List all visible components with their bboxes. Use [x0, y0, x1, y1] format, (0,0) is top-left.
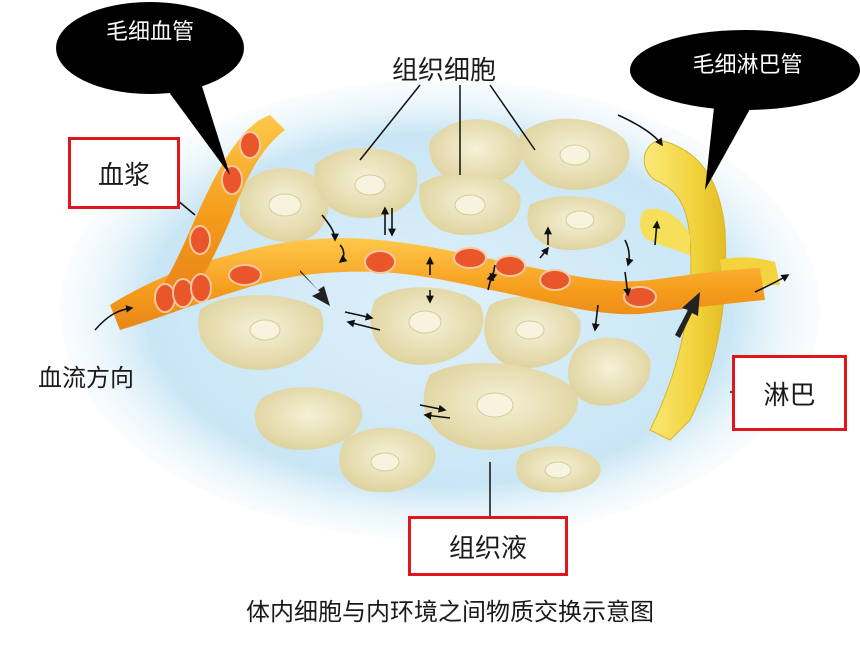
tissue-fluid-label: 组织液 [448, 533, 527, 564]
red-blood-cell [221, 165, 243, 195]
lymph-bubble-icon [630, 30, 860, 190]
exchange-arrows [321, 114, 790, 420]
cell-nucleus [476, 392, 514, 418]
cell-nucleus [268, 193, 302, 217]
exchange-arrow-icon [652, 220, 661, 246]
cell-nucleus [249, 319, 281, 341]
lymph-label-box: 淋巴 [732, 355, 847, 431]
red-blood-cell [239, 131, 261, 159]
lymph-capillary-label: 毛细淋巴管 [692, 53, 803, 78]
exchange-arrow-icon [623, 271, 632, 297]
red-blood-cell [453, 247, 487, 269]
exchange-arrow-icon [419, 404, 447, 413]
exchange-arrow-icon [617, 114, 663, 147]
cell-nucleus [515, 320, 545, 340]
lymph-label: 淋巴 [763, 380, 816, 411]
red-blood-cell [228, 264, 262, 286]
tissue-cell [254, 387, 362, 450]
red-blood-cell [190, 273, 212, 303]
red-blood-cell [364, 250, 396, 274]
tissue-cell [567, 337, 651, 406]
exchange-arrow-icon [754, 274, 790, 293]
cell-nucleus [544, 461, 572, 479]
red-blood-cell [539, 269, 571, 291]
exchange-arrow-icon [423, 411, 451, 420]
red-blood-cell [154, 283, 176, 313]
exchange-arrow-icon [624, 239, 634, 267]
flow-arrows [300, 270, 700, 338]
flow-arrow-icon [300, 270, 330, 306]
red-blood-cell [623, 286, 657, 308]
tissue-fluid-label-box: 组织液 [408, 516, 568, 576]
red-blood-cell [172, 278, 194, 308]
capillary-bubble-icon [56, 2, 244, 175]
cell-nucleus [565, 210, 595, 230]
cell-nucleus [454, 194, 486, 216]
exchange-arrow-icon [344, 311, 374, 321]
exchange-arrow-icon [486, 272, 495, 291]
red-blood-cell [494, 255, 526, 277]
cell-nucleus [354, 174, 386, 196]
blood-flow-label: 血流方向 [38, 364, 134, 392]
tissue-cell [429, 119, 523, 185]
cell-nucleus [559, 144, 591, 166]
exchange-arrow-icon [591, 304, 600, 332]
capillary-label: 毛细血管 [105, 20, 194, 45]
caption: 体内细胞与内环境之间物质交换示意图 [246, 598, 654, 626]
blood-flow-arrow-icon [94, 305, 134, 331]
exchange-arrow-icon [346, 319, 381, 331]
tissue-cells [198, 118, 651, 493]
blood-capillary [110, 115, 765, 330]
cell-nucleus [370, 452, 400, 472]
pointer-lines [94, 84, 745, 520]
tissue-cells-label: 组织细胞 [392, 56, 497, 86]
exchange-arrow-icon [539, 246, 549, 259]
plasma-label-box: 血浆 [68, 137, 180, 209]
plasma-label: 血浆 [97, 160, 150, 191]
cell-nucleus [408, 310, 442, 334]
exchange-arrow-icon [321, 214, 339, 242]
flow-arrow-icon [675, 292, 700, 338]
exchange-arrow-icon [338, 244, 348, 264]
red-blood-cell [189, 225, 211, 255]
